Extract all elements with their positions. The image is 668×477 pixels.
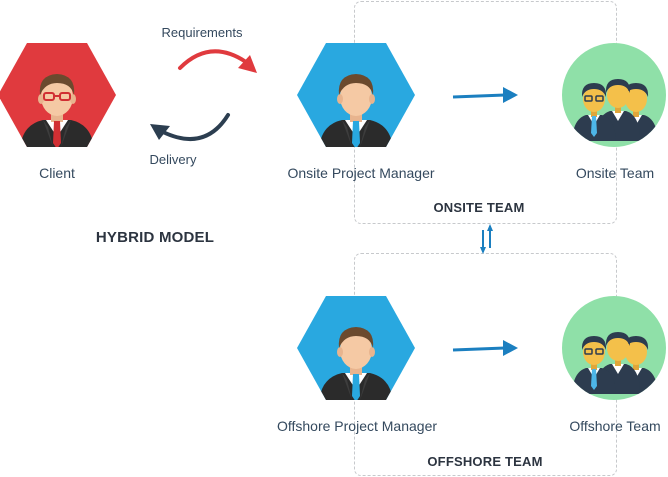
- requirements-label: Requirements: [161, 25, 243, 40]
- client-label: Client: [39, 165, 75, 181]
- offshore-flow-arrow: [452, 340, 518, 356]
- page-title: HYBRID MODEL: [95, 229, 215, 246]
- client-avatar: [0, 43, 116, 147]
- offshore-team-label: Offshore Team: [569, 418, 661, 434]
- offshore-manager-avatar: [297, 296, 415, 400]
- offshore-team-avatar: [562, 296, 666, 400]
- onsite-manager-avatar: [297, 43, 415, 147]
- sync-arrows: [480, 224, 493, 254]
- onsite-team-label: Onsite Team: [575, 165, 655, 181]
- offshore-manager-label: Offshore Project Manager: [276, 418, 438, 434]
- offshore-team-title: OFFSHORE TEAM: [427, 454, 543, 469]
- onsite-team-avatar: [562, 43, 666, 147]
- delivery-label: Delivery: [149, 152, 197, 167]
- onsite-team-title: ONSITE TEAM: [433, 200, 525, 215]
- requirements-arrow: [178, 49, 257, 73]
- delivery-arrow: [150, 113, 230, 141]
- onsite-flow-arrow: [452, 87, 518, 103]
- onsite-manager-label: Onsite Project Manager: [287, 165, 435, 181]
